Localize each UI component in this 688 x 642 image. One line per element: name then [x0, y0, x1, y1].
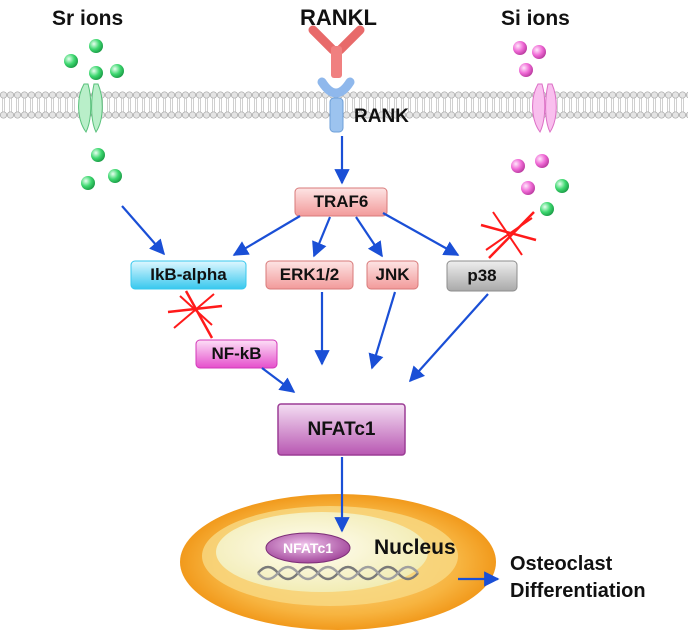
rankl-ligand-icon [308, 25, 365, 78]
jnk-label: JNK [375, 265, 410, 284]
activation-arrows [121, 136, 500, 587]
inhibition-ikb-to-nfkb [167, 290, 223, 339]
si-ions-cluster [511, 41, 549, 195]
outcome-label-line2: Differentiation [510, 580, 646, 602]
arrow-nfkb-to-nfatc1 [261, 367, 296, 393]
nfkb-label: NF-kB [211, 344, 262, 363]
sr-ions-label: Sr ions [52, 7, 124, 30]
jnk-box [366, 260, 419, 290]
ikb-alpha-label: IkB-alpha [150, 265, 227, 284]
nfkb-box [195, 339, 278, 369]
traf6-label: TRAF6 [313, 192, 369, 211]
nfatc1-nucleus-label: NFATc1 [282, 540, 334, 556]
arrow-traf6-to-ikb [232, 215, 301, 256]
sr-ions-cluster [64, 39, 124, 190]
inhibition-si-to-p38 [480, 211, 537, 259]
outcome-label-line1: Osteoclast [510, 553, 613, 575]
rank-receptor-icon [317, 77, 355, 133]
p38-label: p38 [467, 266, 497, 285]
arrow-traf6-to-erk [312, 216, 332, 258]
nfatc1-box [277, 403, 406, 456]
dna-helix-icon [257, 565, 419, 581]
arrow-p38-to-nfatc1 [408, 293, 489, 383]
arrow-traf6-to-jnk [355, 216, 383, 258]
p38-box [446, 260, 518, 292]
sr-ion-channel [78, 83, 103, 133]
arrow-jnk-to-nfatc1 [368, 291, 397, 370]
green-ions-right [540, 179, 569, 216]
rank-label: RANK [354, 106, 409, 127]
nucleus [180, 494, 496, 630]
arrow-traf6-to-p38 [382, 212, 460, 256]
nfatc1-label: NFATc1 [307, 418, 376, 440]
erk-box [265, 260, 354, 290]
traf6-box [294, 187, 388, 217]
nfatc1-nucleus-ellipse [265, 532, 351, 564]
rankl-label: RANKL [300, 5, 377, 30]
nucleus-label: Nucleus [374, 536, 456, 559]
si-ions-label: Si ions [501, 7, 570, 30]
arrow-sr-to-ikb [121, 205, 166, 256]
erk-label: ERK1/2 [279, 265, 340, 284]
si-ion-channel [532, 83, 557, 133]
ikb-alpha-box [130, 260, 247, 290]
